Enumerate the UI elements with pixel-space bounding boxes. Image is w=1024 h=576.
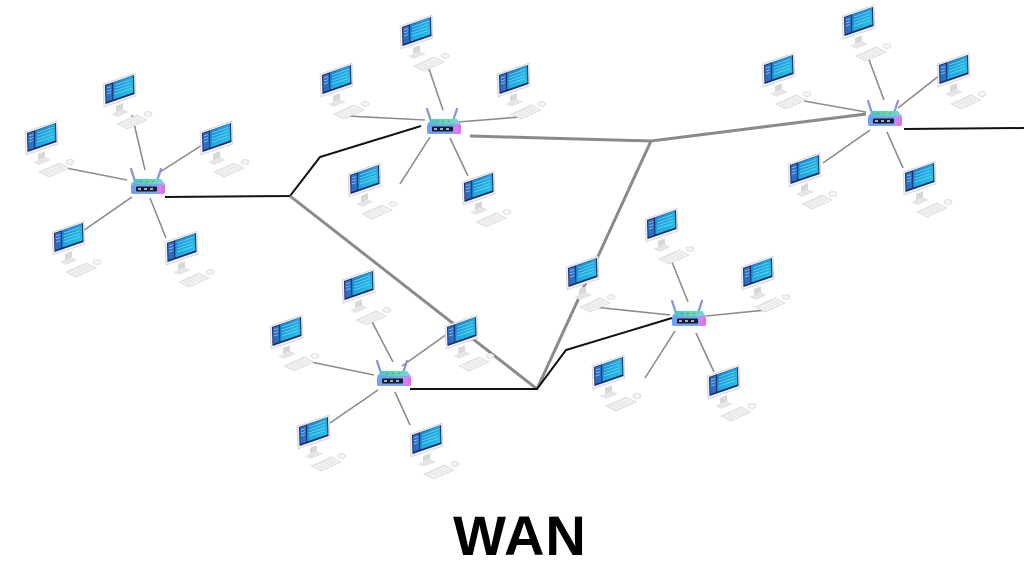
wan-link-lan5-lan4 — [410, 317, 673, 390]
desktop-computer-icon[interactable] — [565, 255, 616, 313]
desktop-computer-icon[interactable] — [902, 160, 953, 218]
desktop-computer-icon[interactable] — [319, 62, 370, 120]
desktop-computer-icon[interactable] — [841, 4, 892, 62]
desktop-computer-icon[interactable] — [399, 14, 450, 72]
desktop-computer-icon[interactable] — [644, 207, 695, 265]
lan-links — [65, 56, 941, 426]
wan-link-lan2-lan3 — [469, 112, 867, 143]
desktop-computer-icon[interactable] — [296, 414, 347, 472]
diagram-title: WAN — [453, 504, 587, 567]
desktop-computer-icon[interactable] — [496, 62, 547, 120]
lan-cluster-4 — [565, 207, 791, 422]
lan-cluster-5 — [269, 268, 495, 480]
desktop-computer-icon[interactable] — [444, 314, 495, 372]
lan-cluster-1 — [24, 72, 250, 288]
desktop-computer-icon[interactable] — [341, 268, 392, 326]
wireless-router-icon[interactable] — [866, 99, 904, 128]
desktop-computer-icon[interactable] — [936, 52, 987, 110]
wan-link-lan3-external — [903, 127, 1024, 130]
desktop-computer-icon[interactable] — [591, 354, 642, 412]
desktop-computer-icon[interactable] — [461, 170, 512, 228]
desktop-computer-icon[interactable] — [269, 314, 320, 372]
wan-links — [164, 112, 1024, 391]
desktop-computer-icon[interactable] — [761, 52, 812, 110]
desktop-computer-icon[interactable] — [409, 422, 460, 480]
desktop-computer-icon[interactable] — [24, 120, 75, 178]
wan-link-junction-to-south — [289, 194, 538, 391]
wan-link-lan1-junction — [164, 125, 422, 198]
wireless-router-icon[interactable] — [670, 299, 708, 328]
desktop-computer-icon[interactable] — [164, 230, 215, 288]
desktop-computer-icon[interactable] — [347, 162, 398, 220]
desktop-computer-icon[interactable] — [787, 152, 838, 210]
desktop-computer-icon[interactable] — [51, 220, 102, 278]
wireless-router-icon[interactable] — [425, 107, 463, 136]
desktop-computer-icon[interactable] — [740, 255, 791, 313]
wireless-router-icon[interactable] — [129, 167, 167, 196]
desktop-computer-icon[interactable] — [199, 120, 250, 178]
desktop-computer-icon[interactable] — [706, 364, 757, 422]
lan-cluster-2 — [319, 14, 547, 228]
lan-cluster-3 — [761, 4, 987, 218]
wireless-router-icon[interactable] — [375, 359, 413, 388]
desktop-computer-icon[interactable] — [102, 72, 153, 130]
